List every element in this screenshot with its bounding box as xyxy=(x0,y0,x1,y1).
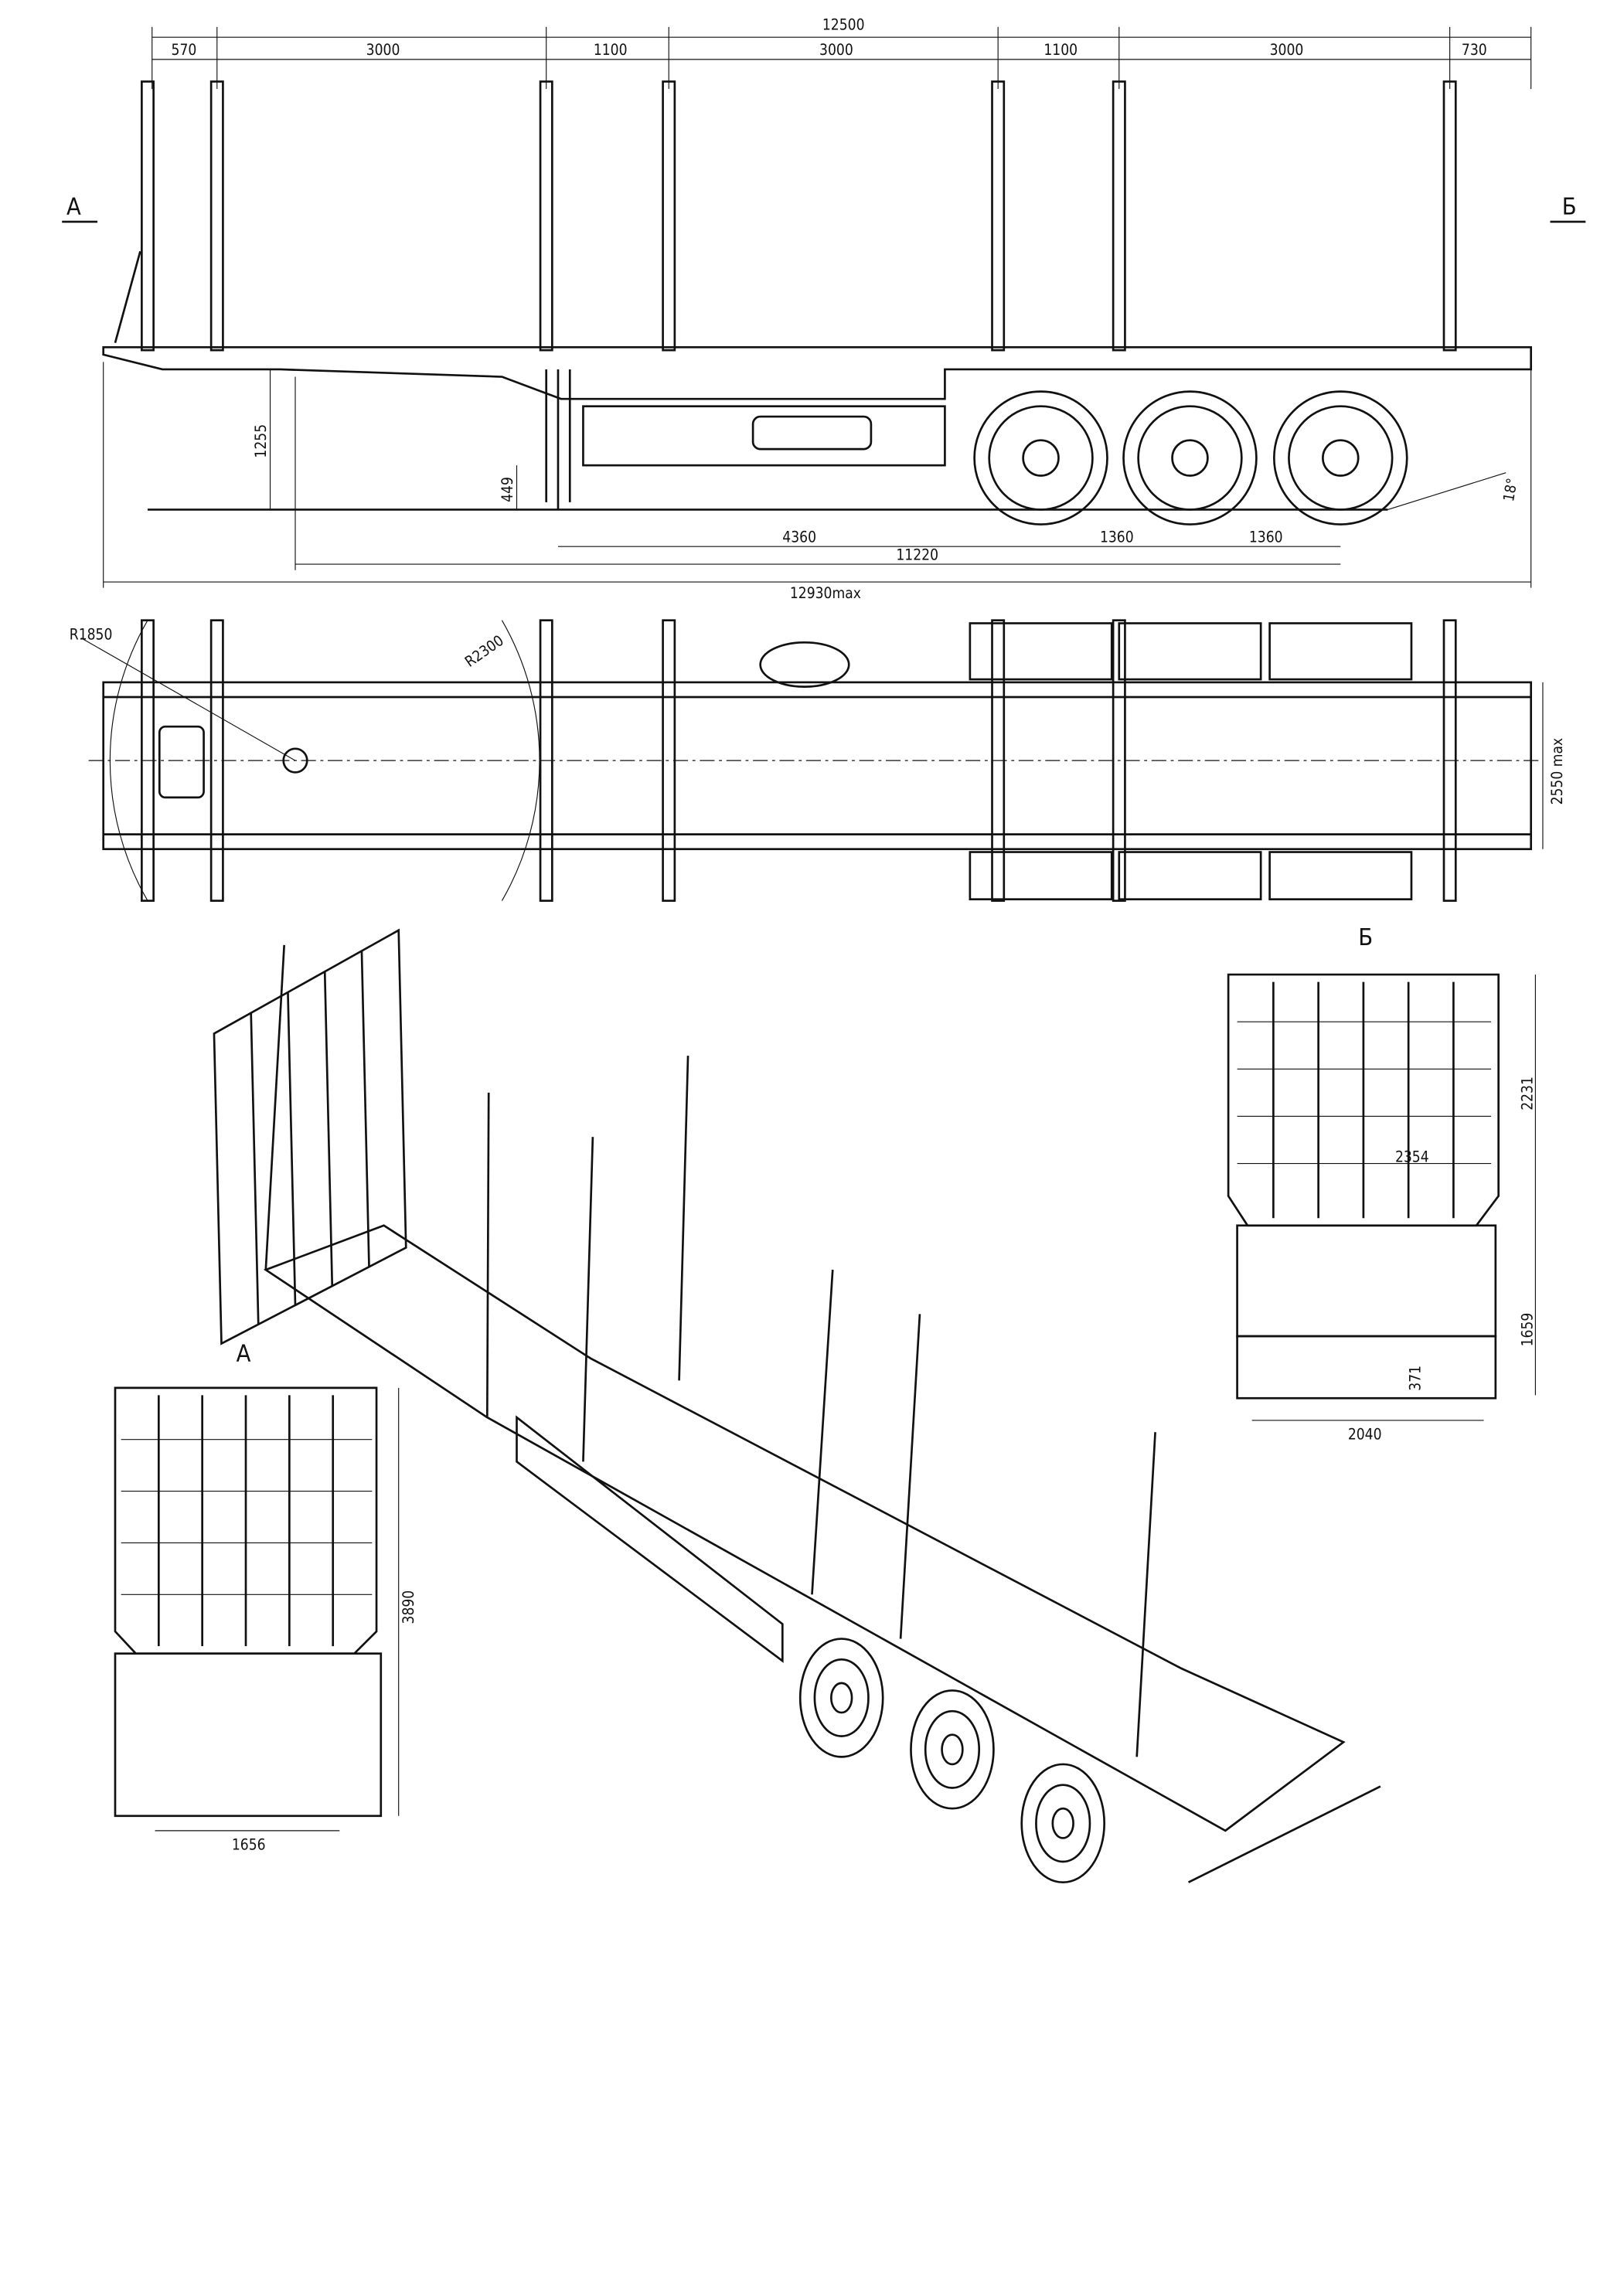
side-view: 12500 570 3000 1100 3000 1100 3000 730 А… xyxy=(62,16,1586,602)
dim-bumper-height: 371 xyxy=(1406,1366,1424,1391)
dim-segment-1: 570 xyxy=(172,41,197,59)
stake xyxy=(678,1056,689,1381)
wheel xyxy=(969,622,1113,681)
wheel xyxy=(1051,1807,1074,1839)
stake xyxy=(1442,80,1457,352)
wheel xyxy=(1137,405,1243,511)
dim-segment-7: 730 xyxy=(1462,41,1487,59)
headboard-bar xyxy=(287,992,297,1305)
dim-axle-spacing-2: 1360 xyxy=(1249,528,1283,546)
wheel xyxy=(973,390,1108,526)
dim-overall-length-max: 12930max xyxy=(790,584,861,602)
stake xyxy=(1442,619,1457,902)
wheel xyxy=(829,1682,853,1714)
wheel xyxy=(910,1689,995,1810)
dim-front-track-width: 1656 xyxy=(232,1836,266,1854)
wheel xyxy=(1035,1784,1091,1863)
rear-view-label: Б xyxy=(1358,924,1373,951)
stake xyxy=(1112,80,1126,352)
dim-segment-6: 3000 xyxy=(1270,41,1304,59)
wheel xyxy=(1288,405,1394,511)
dim-kingpin-axle: 4360 xyxy=(782,528,816,546)
wheel xyxy=(1122,390,1258,526)
top-view: R1850 R2300 2550 max xyxy=(70,619,1566,902)
stake xyxy=(899,1314,921,1639)
dim-kingpin-rear-axle: 11220 xyxy=(896,546,938,563)
wheel xyxy=(941,1733,964,1766)
wheel xyxy=(988,405,1094,511)
dim-landing-gear-height: 449 xyxy=(499,477,516,502)
wheel xyxy=(1171,439,1209,477)
wheel xyxy=(1022,439,1060,477)
wheel xyxy=(1118,622,1262,681)
stake xyxy=(811,1269,834,1595)
wheel xyxy=(924,1709,981,1789)
stake xyxy=(1112,619,1126,902)
headboard-bar xyxy=(323,971,334,1287)
wheel xyxy=(1268,851,1413,901)
stake xyxy=(582,1137,594,1462)
dim-axle-spacing-1: 1360 xyxy=(1100,528,1134,546)
dim-overall-length: 12500 xyxy=(822,16,865,34)
wheel xyxy=(1322,439,1360,477)
stake xyxy=(209,80,224,352)
wheel xyxy=(1020,1763,1106,1884)
wheel xyxy=(813,1658,870,1737)
wheel xyxy=(1272,390,1408,526)
stake xyxy=(141,80,155,352)
view-marker-a: А xyxy=(66,193,81,220)
stake xyxy=(539,80,553,352)
wheel xyxy=(1268,622,1413,681)
dim-segment-4: 3000 xyxy=(819,41,853,59)
dim-segment-2: 3000 xyxy=(366,41,400,59)
wheel xyxy=(969,851,1113,901)
front-view-label: А xyxy=(237,1340,251,1367)
stake xyxy=(539,619,553,902)
dim-total-height: 3890 xyxy=(400,1590,417,1624)
dim-rear-angle: 18° xyxy=(1500,477,1521,503)
dim-headboard-width: 2354 xyxy=(1395,1148,1429,1166)
dim-frame-height: 1255 xyxy=(252,424,270,458)
dim-rear-swing-radius: R2300 xyxy=(461,631,507,671)
dim-front-swing-radius: R1850 xyxy=(70,626,113,644)
stake xyxy=(991,80,1006,352)
wheel xyxy=(798,1638,884,1758)
dim-rear-track-width: 2040 xyxy=(1348,1426,1382,1444)
rear-view-b: Б 2231 2354 1659 371 2040 xyxy=(1227,924,1537,1444)
headboard-bar xyxy=(250,1012,260,1325)
wheel xyxy=(1118,851,1262,901)
dim-headboard-height: 2231 xyxy=(1519,1077,1537,1111)
dim-width-max: 2550 max xyxy=(1548,738,1566,805)
stake xyxy=(991,619,1006,902)
stake xyxy=(662,619,676,902)
stake xyxy=(264,944,286,1270)
headboard-bar xyxy=(360,951,370,1267)
isometric-view xyxy=(213,928,1381,1884)
view-marker-b: Б xyxy=(1562,193,1577,220)
stake xyxy=(1135,1432,1156,1757)
stake xyxy=(209,619,224,902)
stake xyxy=(662,80,676,352)
stake xyxy=(485,1092,490,1418)
dim-segment-3: 1100 xyxy=(594,41,628,59)
front-view-a: А 3890 1656 xyxy=(114,1340,417,1854)
dim-segment-5: 1100 xyxy=(1044,41,1078,59)
dim-frame-height-rear: 1659 xyxy=(1519,1313,1537,1347)
